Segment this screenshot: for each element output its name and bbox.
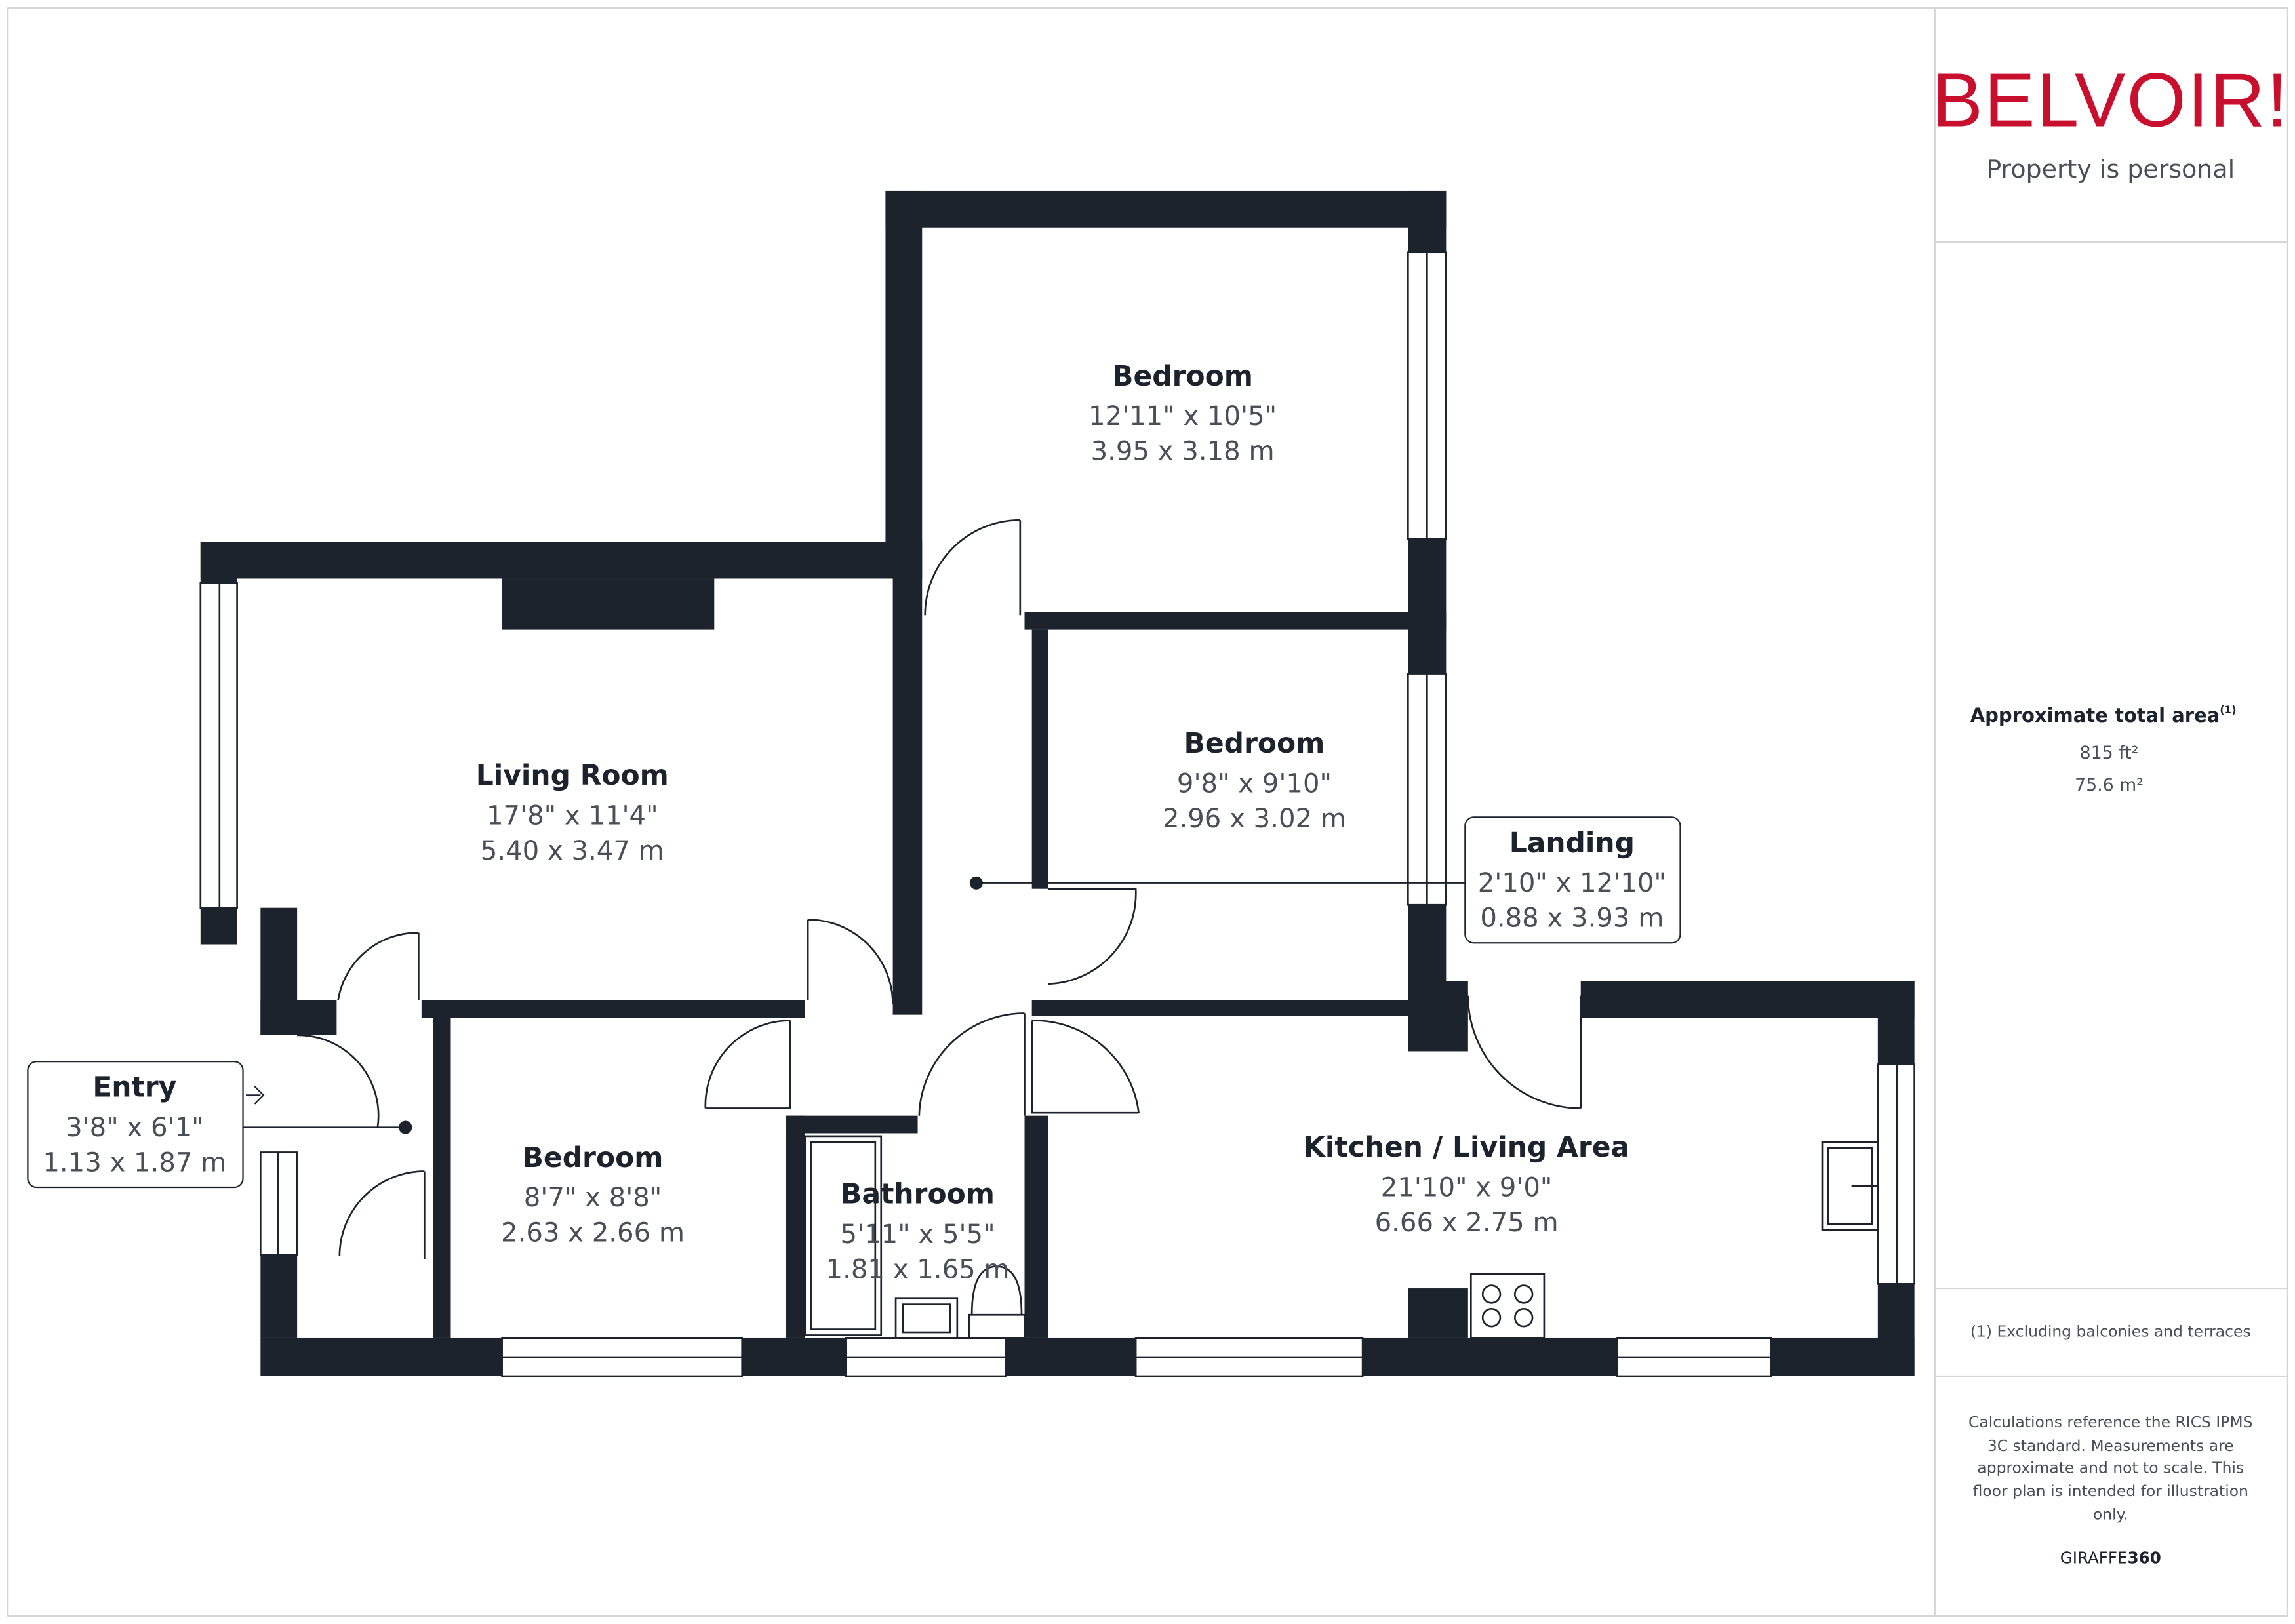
disclaimer: Calculations reference the RICS IPMS 3C … <box>1968 1413 2252 1524</box>
svg-text:5.40 x 3.47 m: 5.40 x 3.47 m <box>481 836 664 866</box>
svg-text:6.66 x 2.75 m: 6.66 x 2.75 m <box>1375 1208 1559 1238</box>
svg-text:1.13 x 1.87 m: 1.13 x 1.87 m <box>43 1147 226 1178</box>
svg-text:21'10" x 9'0": 21'10" x 9'0" <box>1381 1172 1553 1202</box>
svg-text:only.: only. <box>2093 1505 2128 1524</box>
area-title: Approximate total area <box>1970 704 2220 726</box>
svg-text:Living Room: Living Room <box>476 760 669 792</box>
brand-logo: BELVOIR! <box>1932 58 2289 143</box>
doors <box>297 519 1582 1259</box>
svg-text:Bedroom: Bedroom <box>523 1142 664 1174</box>
svg-text:8'7" x 8'8": 8'7" x 8'8" <box>524 1183 662 1213</box>
svg-text:Bathroom: Bathroom <box>841 1179 995 1211</box>
windows <box>199 251 1915 1377</box>
area-metric: 75.6 m² <box>2075 775 2144 795</box>
room-label-bedroom-1: Bedroom 12'11" x 10'5" 3.95 x 3.18 m <box>1088 361 1277 467</box>
room-label-entry: Entry 3'8" x 6'1" 1.13 x 1.87 m <box>27 1060 412 1189</box>
hob <box>1469 1273 1546 1339</box>
room-label-bedroom-3: Bedroom 8'7" x 8'8" 2.63 x 2.66 m <box>501 1142 685 1248</box>
walls <box>200 190 1915 1376</box>
footnote: (1) Excluding balconies and terraces <box>1970 1322 2251 1341</box>
svg-text:Entry: Entry <box>92 1072 176 1104</box>
credit-logo: GIRAFFE360 <box>2060 1549 2161 1568</box>
svg-text:2'10" x 12'10": 2'10" x 12'10" <box>1478 868 1666 898</box>
room-label-bathroom: Bathroom 5'11" x 5'5" 1.81 x 1.65 m <box>826 1179 1010 1285</box>
area-imperial: 815 ft² <box>2080 743 2139 763</box>
svg-text:2.63 x 2.66 m: 2.63 x 2.66 m <box>501 1218 685 1248</box>
svg-text:Kitchen / Living Area: Kitchen / Living Area <box>1304 1132 1629 1164</box>
toilet <box>968 1265 1026 1339</box>
svg-text:1.81 x 1.65 m: 1.81 x 1.65 m <box>826 1254 1010 1284</box>
bathtub <box>804 1135 883 1336</box>
brand-tagline: Property is personal <box>1986 155 2235 184</box>
svg-text:3.95 x 3.18 m: 3.95 x 3.18 m <box>1091 437 1275 467</box>
svg-text:0.88 x 3.93 m: 0.88 x 3.93 m <box>1480 903 1664 934</box>
svg-text:9'8" x 9'10": 9'8" x 9'10" <box>1177 768 1332 799</box>
room-label-living-room: Living Room 17'8" x 11'4" 5.40 x 3.47 m <box>476 760 669 866</box>
area-footnote-mark: (1) <box>2220 704 2236 716</box>
svg-text:2.96 x 3.02 m: 2.96 x 3.02 m <box>1163 804 1346 834</box>
area-summary: Approximate total area(1) 815 ft² 75.6 m… <box>1970 704 2237 795</box>
room-label-bedroom-2: Bedroom 9'8" x 9'10" 2.96 x 3.02 m <box>1163 728 1346 834</box>
svg-text:Bedroom: Bedroom <box>1112 361 1253 393</box>
svg-text:3'8" x 6'1": 3'8" x 6'1" <box>66 1113 204 1143</box>
fixtures <box>804 1135 1879 1339</box>
page-frame <box>7 7 2288 1617</box>
sink <box>894 1297 959 1339</box>
svg-text:Calculations reference the RIC: Calculations reference the RICS IPMS <box>1968 1413 2252 1431</box>
svg-text:5'11" x 5'5": 5'11" x 5'5" <box>841 1219 995 1250</box>
svg-text:Landing: Landing <box>1509 827 1635 860</box>
room-label-kitchen: Kitchen / Living Area 21'10" x 9'0" 6.66… <box>1304 1132 1629 1238</box>
svg-text:Approximate total area(1): Approximate total area(1) <box>1970 704 2237 726</box>
svg-text:Bedroom: Bedroom <box>1184 728 1325 760</box>
svg-text:17'8" x 11'4": 17'8" x 11'4" <box>487 801 658 831</box>
svg-text:approximate and not to scale.: approximate and not to scale. This <box>1977 1458 2244 1476</box>
svg-text:12'11" x 10'5": 12'11" x 10'5" <box>1088 401 1277 431</box>
chimney-breast <box>502 578 715 630</box>
entry-arrow-icon <box>246 1086 265 1105</box>
svg-text:floor plan is intended for ill: floor plan is intended for illustration <box>1973 1482 2248 1500</box>
svg-text:3C standard. Measurements are: 3C standard. Measurements are <box>1987 1436 2234 1455</box>
room-label-landing: Landing 2'10" x 12'10" 0.88 x 3.93 m <box>969 816 1681 944</box>
